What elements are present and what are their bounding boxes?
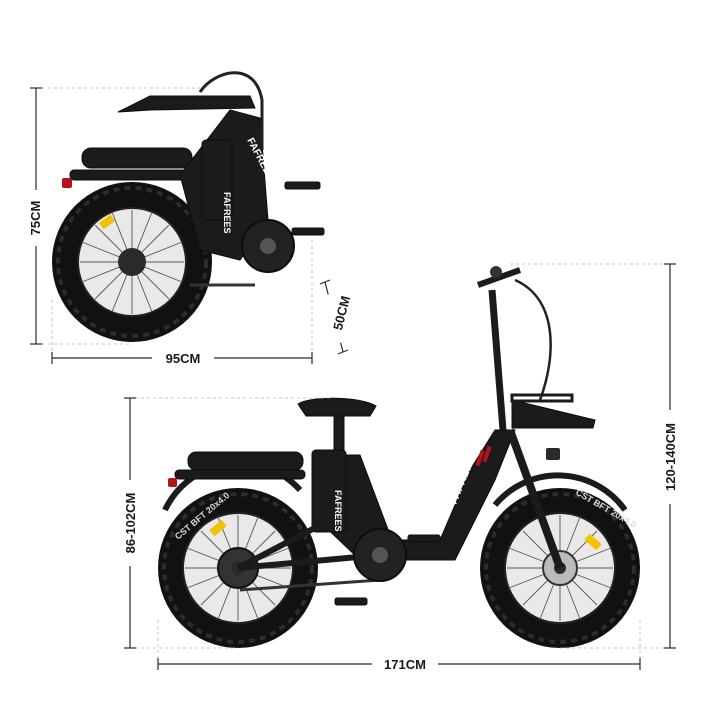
unfolded-bike-illustration: CST BFT 20x4.0 CST BFT 20x4.0 <box>158 266 640 648</box>
rear-rack <box>174 469 306 480</box>
folded-seat <box>81 147 193 169</box>
folded-pedal <box>284 181 321 190</box>
front-basket <box>511 399 596 429</box>
folded-height-label: 75CM <box>28 201 43 236</box>
folded-battery <box>201 139 233 221</box>
headlight <box>546 448 560 460</box>
dim-total-height: 120-140CM <box>510 263 680 649</box>
dim-total-length: 171CM <box>157 620 641 674</box>
front-fender <box>492 472 628 512</box>
seat-stay <box>236 517 332 571</box>
folded-rear-wheel <box>52 182 212 342</box>
dim-seat-height: 86-102CM <box>120 397 330 649</box>
saddle <box>297 397 377 417</box>
folded-handlebar-cables <box>198 71 264 150</box>
folded-front-basket <box>117 95 256 113</box>
handlebar <box>476 267 522 288</box>
folded-tail-light <box>62 178 72 188</box>
front-fork <box>506 428 564 570</box>
folded-battery-brand: FAFREES <box>222 192 232 234</box>
folded-rear-rack <box>69 169 191 181</box>
handlebar-stem <box>488 289 507 431</box>
folded-pedal-2 <box>291 227 325 236</box>
dim-folded-length: 95CM <box>51 240 313 368</box>
total-length-label: 171CM <box>384 657 426 672</box>
folded-bike-illustration: FAFREES FAFREES <box>52 71 325 342</box>
display-unit <box>490 266 502 278</box>
pedal-left <box>334 597 368 606</box>
brake-cables <box>514 278 552 401</box>
battery-brand: FAFREES <box>333 490 343 532</box>
dim-folded-height: 75CM <box>26 87 200 345</box>
pedal <box>407 534 441 543</box>
folded-length-label: 95CM <box>166 351 201 366</box>
dim-folded-width: 50CM <box>319 279 357 355</box>
rear-passenger-seat <box>187 451 304 471</box>
main-frame <box>317 429 516 561</box>
battery <box>311 449 347 533</box>
chain <box>239 578 381 592</box>
tail-light <box>168 478 177 487</box>
total-height-label: 120-140CM <box>663 423 678 491</box>
seat-height-label: 86-102CM <box>123 493 138 554</box>
